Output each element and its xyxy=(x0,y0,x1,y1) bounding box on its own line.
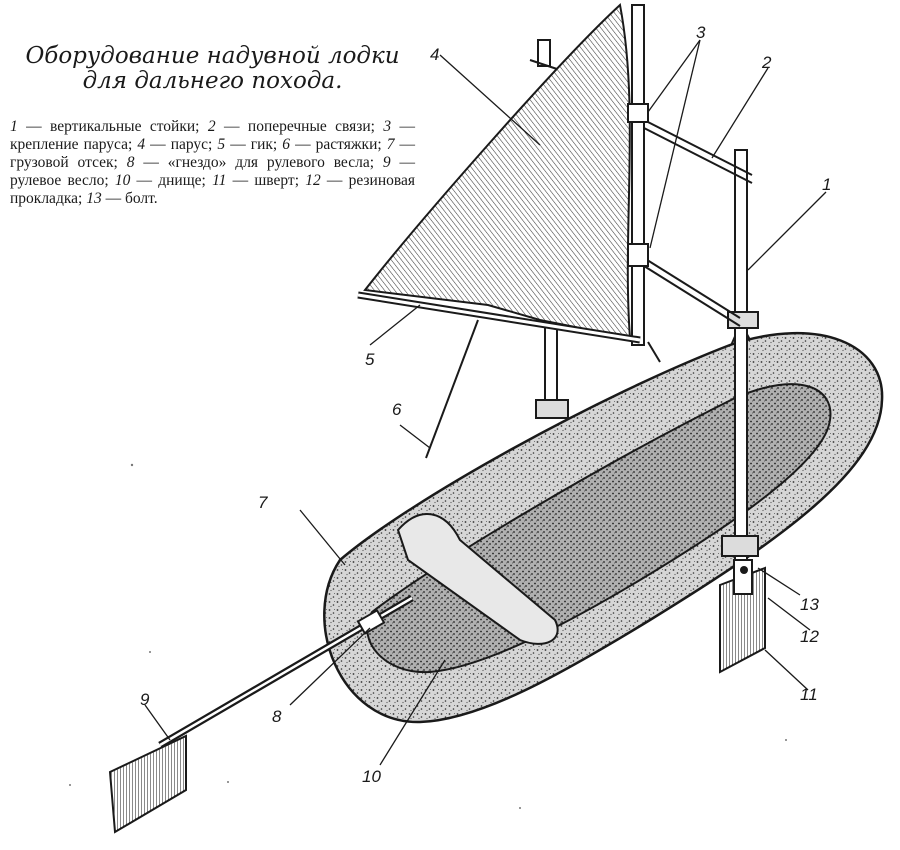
legend: 1 — вертикальные стойки; 2 — поперечные … xyxy=(10,118,415,208)
title-line-2: для дальнего похода. xyxy=(82,68,343,94)
callout-1: 1 xyxy=(822,175,831,194)
steering-oar xyxy=(108,594,414,834)
callout-3: 3 xyxy=(696,23,706,42)
callout-9: 9 xyxy=(140,690,150,709)
callout-6: 6 xyxy=(392,400,402,419)
callout-2: 2 xyxy=(761,53,772,72)
legend-item: 11 — шверт; xyxy=(212,172,299,189)
stray-marks xyxy=(69,463,787,809)
legend-item: 3 — крепление паруса; xyxy=(10,118,416,153)
bolt xyxy=(740,566,748,574)
legend-item: 10 — днище; xyxy=(114,172,206,189)
legend-item: 1 — вертикальные стойки; xyxy=(10,118,200,135)
rubber-gasket xyxy=(733,559,753,595)
legend-item: 7 — грузовой отсек; xyxy=(10,136,416,171)
legend-item: 8 — «гнездо» для рулевого весла; xyxy=(126,154,375,171)
callout-7: 7 xyxy=(258,493,268,512)
diagram-title: Оборудование надувной лодки для дальнего… xyxy=(10,44,415,94)
callout-11: 11 xyxy=(800,685,818,704)
legend-item: 5 — гик; xyxy=(217,136,278,153)
cross-links xyxy=(529,39,753,327)
boom xyxy=(357,291,641,344)
cargo-compartment-divider xyxy=(396,513,559,645)
callout-5: 5 xyxy=(365,350,375,369)
rear-mast xyxy=(721,149,759,561)
callout-10: 10 xyxy=(362,767,381,786)
callout-12: 12 xyxy=(800,627,819,646)
callout-labels: 4 3 2 1 5 6 7 8 9 10 13 12 11 xyxy=(140,23,831,786)
legend-item: 6 — растяжки; xyxy=(282,136,382,153)
callout-13: 13 xyxy=(800,595,819,614)
sail-fastenings xyxy=(627,103,649,267)
legend-item: 13 — болт. xyxy=(86,190,158,207)
callout-8: 8 xyxy=(272,707,282,726)
title-line-1: Оборудование надувной лодки xyxy=(25,43,400,69)
leader-lines xyxy=(144,39,827,766)
legend-item: 4 — парус; xyxy=(137,136,213,153)
legend-item: 9 — рулевое весло; xyxy=(10,154,416,189)
legend-item: 12 — резиновая прокладка; xyxy=(10,172,416,207)
legend-item: 2 — поперечные связи; xyxy=(207,118,375,135)
callout-4: 4 xyxy=(430,45,439,64)
